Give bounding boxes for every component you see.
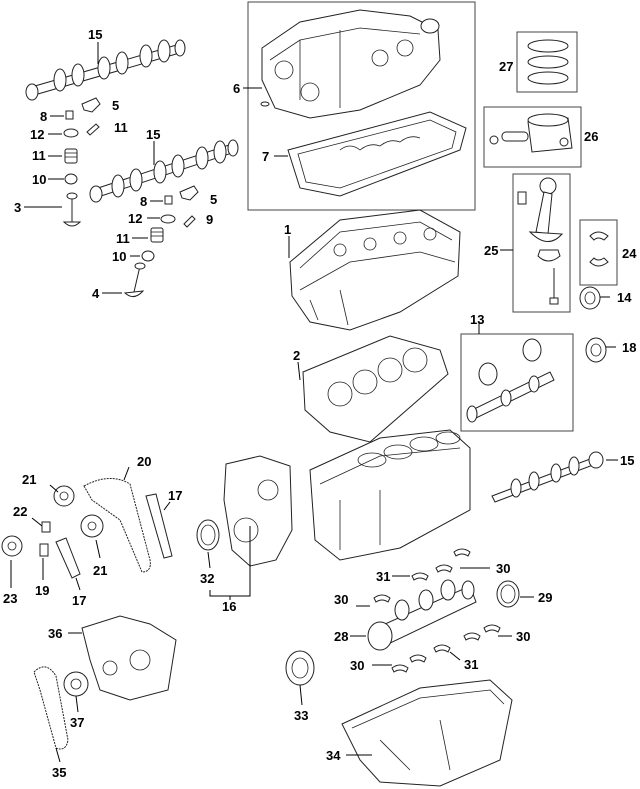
timing-gears bbox=[1, 485, 104, 557]
callout-17: 17 bbox=[72, 593, 86, 608]
rod-bearings bbox=[589, 231, 609, 267]
valve-cover-group-box bbox=[247, 1, 476, 211]
lower-camshaft bbox=[491, 451, 604, 503]
callout-19: 19 bbox=[35, 583, 49, 598]
callout-7: 7 bbox=[262, 149, 269, 164]
piston-box bbox=[483, 106, 582, 168]
sprocket-14 bbox=[579, 286, 601, 310]
callout-37: 37 bbox=[70, 715, 84, 730]
main-bearings bbox=[373, 548, 501, 673]
callout-6: 6 bbox=[233, 81, 240, 96]
callout-28: 28 bbox=[334, 629, 348, 644]
callout-20: 20 bbox=[137, 454, 151, 469]
callout-8: 8 bbox=[140, 194, 147, 209]
callout-34: 34 bbox=[326, 748, 341, 763]
valvetrain-parts-upper bbox=[62, 97, 101, 227]
connecting-rod bbox=[517, 177, 564, 305]
callout-4: 4 bbox=[92, 286, 100, 301]
callout-14: 14 bbox=[617, 290, 632, 305]
callout-25: 25 bbox=[484, 243, 498, 258]
crankshaft bbox=[367, 579, 477, 651]
callout-30: 30 bbox=[350, 658, 364, 673]
callout-27: 27 bbox=[499, 59, 513, 74]
intake-camshaft bbox=[25, 39, 186, 101]
connecting-rod-box bbox=[512, 173, 571, 313]
callout-23: 23 bbox=[3, 591, 17, 606]
callout-2: 2 bbox=[293, 348, 300, 363]
callout-24: 24 bbox=[622, 246, 637, 261]
oil-pump-sprocket bbox=[63, 671, 89, 697]
callout-labels: 15 8 5 12 11 11 10 3 15 8 5 12 9 11 10 4… bbox=[3, 27, 637, 780]
oil-pan bbox=[341, 679, 513, 787]
callout-30: 30 bbox=[516, 629, 530, 644]
callout-36: 36 bbox=[48, 626, 62, 641]
valve-cover bbox=[260, 9, 441, 119]
callout-13: 13 bbox=[470, 312, 484, 327]
valve-cover-gasket bbox=[287, 111, 467, 197]
balance-shaft-assembly bbox=[466, 338, 555, 423]
balance-shaft-box bbox=[460, 333, 574, 432]
callout-15: 15 bbox=[146, 127, 160, 142]
timing-cover bbox=[223, 455, 293, 567]
callout-26: 26 bbox=[584, 129, 598, 144]
callout-17: 17 bbox=[168, 488, 182, 503]
front-seal bbox=[196, 519, 220, 551]
callout-22: 22 bbox=[13, 504, 27, 519]
cylinder-head bbox=[289, 209, 461, 331]
piston-rings bbox=[527, 39, 569, 85]
callout-8: 8 bbox=[40, 109, 47, 124]
callout-18: 18 bbox=[622, 340, 636, 355]
callout-21: 21 bbox=[22, 472, 36, 487]
chain-guides bbox=[55, 493, 173, 579]
sprocket-18 bbox=[585, 337, 607, 363]
callout-11: 11 bbox=[114, 120, 128, 135]
rod-bearing-box bbox=[579, 219, 618, 286]
callout-15: 15 bbox=[620, 453, 634, 468]
callout-10: 10 bbox=[32, 172, 46, 187]
callout-5: 5 bbox=[112, 98, 119, 113]
callout-15: 15 bbox=[88, 27, 102, 42]
callout-11: 11 bbox=[32, 148, 46, 163]
callout-31: 31 bbox=[464, 657, 478, 672]
callout-30: 30 bbox=[496, 561, 510, 576]
valvetrain-parts-lower bbox=[123, 185, 199, 297]
callout-3: 3 bbox=[14, 200, 21, 215]
callout-1: 1 bbox=[284, 222, 291, 237]
piston-rings-box bbox=[516, 31, 578, 93]
oil-pump bbox=[81, 615, 177, 701]
callout-16: 16 bbox=[222, 599, 236, 614]
callout-11: 11 bbox=[116, 231, 130, 246]
callout-30: 30 bbox=[334, 592, 348, 607]
callout-9: 9 bbox=[206, 212, 213, 227]
callout-32: 32 bbox=[200, 571, 214, 586]
callout-12: 12 bbox=[128, 211, 142, 226]
callout-31: 31 bbox=[376, 569, 390, 584]
callout-29: 29 bbox=[538, 590, 552, 605]
timing-chain bbox=[83, 478, 151, 573]
callout-5: 5 bbox=[210, 192, 217, 207]
engine-block bbox=[309, 429, 471, 561]
leader-lines bbox=[10, 42, 618, 763]
callout-35: 35 bbox=[52, 765, 66, 780]
head-gasket bbox=[302, 335, 449, 443]
piston bbox=[489, 113, 573, 153]
rear-main-seal bbox=[496, 580, 520, 608]
callout-12: 12 bbox=[30, 127, 44, 142]
callout-33: 33 bbox=[294, 708, 308, 723]
exhaust-camshaft bbox=[89, 139, 239, 203]
oil-pump-chain bbox=[33, 666, 69, 750]
crankshaft-pulley bbox=[285, 650, 315, 686]
callout-10: 10 bbox=[112, 249, 126, 264]
callout-21: 21 bbox=[93, 563, 107, 578]
